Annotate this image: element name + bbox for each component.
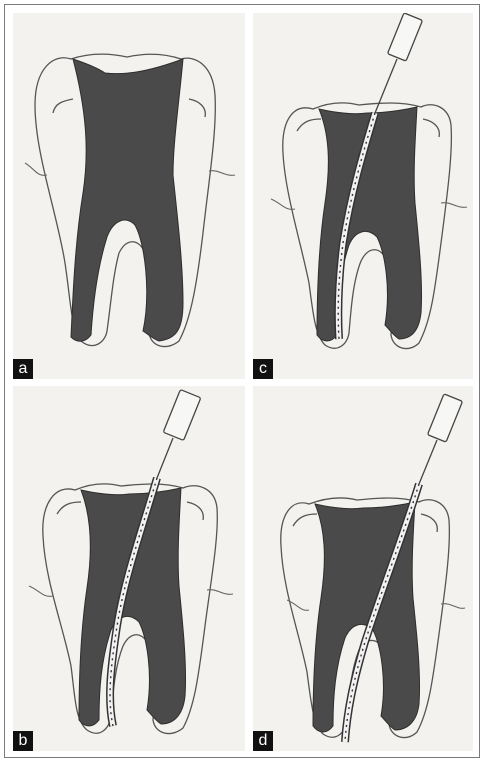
tooth-illustration-d: [253, 386, 473, 751]
panel-label-b: b: [13, 731, 33, 751]
tooth-illustration-c: [253, 13, 473, 379]
panel-c: c: [253, 13, 473, 379]
gum-line-right: [441, 604, 465, 609]
panel-d: d: [253, 386, 473, 751]
file-handle: [427, 394, 462, 442]
file-handle: [163, 390, 201, 441]
gum-line-right: [209, 171, 235, 176]
file-shaft: [375, 59, 397, 113]
panel-label-d: d: [253, 731, 273, 751]
file-shaft: [419, 440, 437, 484]
panel-label-a: a: [13, 359, 33, 379]
panel-b: b: [13, 386, 245, 751]
gum-line-left: [29, 586, 53, 596]
panel-label-c: c: [253, 359, 273, 379]
tooth-illustration-b: [13, 386, 245, 751]
pulp-chamber: [71, 59, 183, 341]
gum-line-right: [207, 590, 233, 595]
pulp-chamber: [79, 488, 186, 726]
file-handle: [387, 13, 422, 61]
tooth-illustration-a: [13, 13, 245, 379]
panel-a: a: [13, 13, 245, 379]
figure-grid: a c b: [4, 4, 480, 758]
gum-line-right: [441, 203, 467, 208]
file-shaft: [157, 438, 173, 478]
